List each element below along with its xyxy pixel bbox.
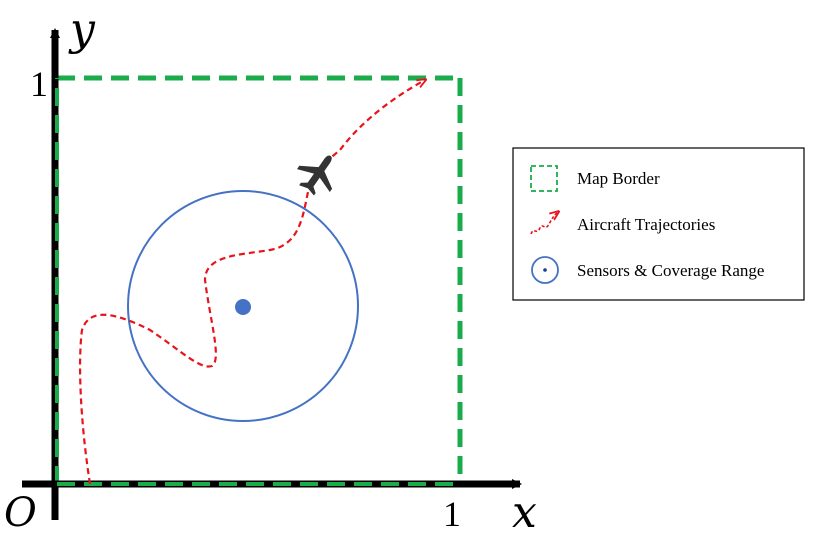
legend: Map Border Aircraft Trajectories Sensors…: [512, 147, 805, 301]
y-axis-label: y: [68, 4, 96, 55]
legend-label-map-border: Map Border: [577, 169, 660, 188]
trajectory-icon: [530, 212, 558, 235]
y-axis: [50, 28, 60, 520]
map-border: [57, 75, 463, 484]
legend-item-aircraft-trajectories: Aircraft Trajectories: [530, 212, 715, 235]
x-tick-label: 1: [443, 494, 461, 534]
sensor-coverage-icon: [531, 256, 559, 284]
map-border-icon: [530, 165, 558, 192]
airplane-icon: [297, 155, 333, 196]
legend-item-map-border: Map Border: [530, 165, 660, 192]
legend-label-aircraft-trajectories: Aircraft Trajectories: [577, 215, 715, 234]
y-tick-label: 1: [30, 64, 48, 104]
sensor-point-icon: [543, 268, 547, 272]
aircraft-trajectory: [78, 80, 425, 485]
sensor-dot-icon: [235, 299, 251, 315]
legend-box: [512, 147, 805, 301]
x-axis-label: x: [512, 487, 537, 537]
sensor-coverage-circle: [127, 190, 359, 422]
legend-label-sensors: Sensors & Coverage Range: [577, 261, 764, 280]
origin-label: O: [4, 490, 37, 536]
legend-item-sensors: Sensors & Coverage Range: [531, 256, 764, 284]
